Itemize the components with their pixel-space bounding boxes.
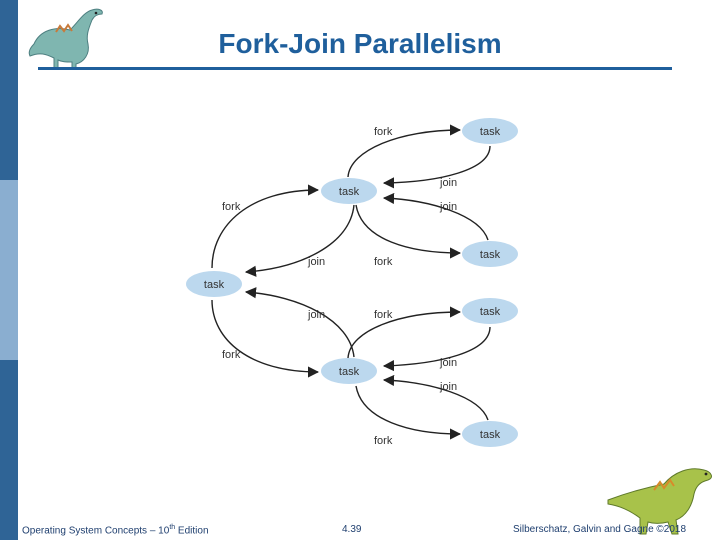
footer-page-number: 4.39 <box>342 524 362 535</box>
edge-join-leaf1-to-midtop <box>382 145 491 189</box>
join-label: join <box>439 381 457 393</box>
task-node-label: task <box>339 366 360 378</box>
join-label: join <box>439 177 457 189</box>
join-label: join <box>307 309 325 321</box>
left-accent-bar <box>0 0 18 540</box>
task-node-mid-top: task <box>321 178 377 204</box>
edge-fork-midtop-to-leaf1 <box>347 124 462 178</box>
task-node-label: task <box>480 429 501 441</box>
slide-title: Fork-Join Parallelism <box>218 28 502 59</box>
fork-label: fork <box>374 126 393 138</box>
task-node-leaf-2: task <box>462 241 518 267</box>
task-node-root: task <box>186 271 242 297</box>
edge-join-midtop-to-root <box>244 204 355 277</box>
edge-join-leaf3-to-midbottom <box>382 326 491 372</box>
title-underline <box>38 67 672 70</box>
task-node-label: task <box>339 186 360 198</box>
dinosaur-logo-icon <box>607 468 712 535</box>
edge-join-midbottom-to-root <box>244 287 355 358</box>
edge-fork-root-to-midtop <box>211 184 320 269</box>
join-label: join <box>439 201 457 213</box>
fork-label: fork <box>374 435 393 447</box>
dinosaur-logo-icon <box>28 8 103 69</box>
edge-fork-midbottom-to-leaf4 <box>355 385 462 440</box>
fork-label: fork <box>374 256 393 268</box>
task-node-label: task <box>480 126 501 138</box>
footer-book-title-prefix: Operating System Concepts – 10 <box>22 525 170 537</box>
join-label: join <box>307 256 325 268</box>
edge-fork-root-to-midbottom <box>211 299 320 378</box>
task-node-label: task <box>480 249 501 261</box>
left-bar-top <box>0 0 18 180</box>
fork-label: fork <box>222 349 241 361</box>
task-node-label: task <box>204 279 225 291</box>
task-node-leaf-1: task <box>462 118 518 144</box>
footer-book-title-sup: th <box>169 524 176 531</box>
footer-book-title-suffix: Edition <box>175 525 209 537</box>
footer-book-title: Operating System Concepts – 10th Edition <box>22 524 209 536</box>
fork-label: fork <box>374 309 393 321</box>
edge-join-leaf2-to-midtop <box>382 192 489 241</box>
edge-fork-midtop-to-leaf2 <box>355 204 462 259</box>
left-bar-middle <box>0 180 18 360</box>
task-node-leaf-3: task <box>462 298 518 324</box>
fork-label: fork <box>222 201 241 213</box>
join-label: join <box>439 357 457 369</box>
left-bar-bottom <box>0 360 18 540</box>
task-node-leaf-4: task <box>462 421 518 447</box>
task-node-label: task <box>480 306 501 318</box>
footer-authors: Silberschatz, Galvin and Gagne ©2018 <box>513 524 687 535</box>
edge-join-leaf4-to-midbottom <box>382 374 489 421</box>
task-node-mid-bottom: task <box>321 358 377 384</box>
edge-fork-midbottom-to-leaf3 <box>347 306 462 359</box>
